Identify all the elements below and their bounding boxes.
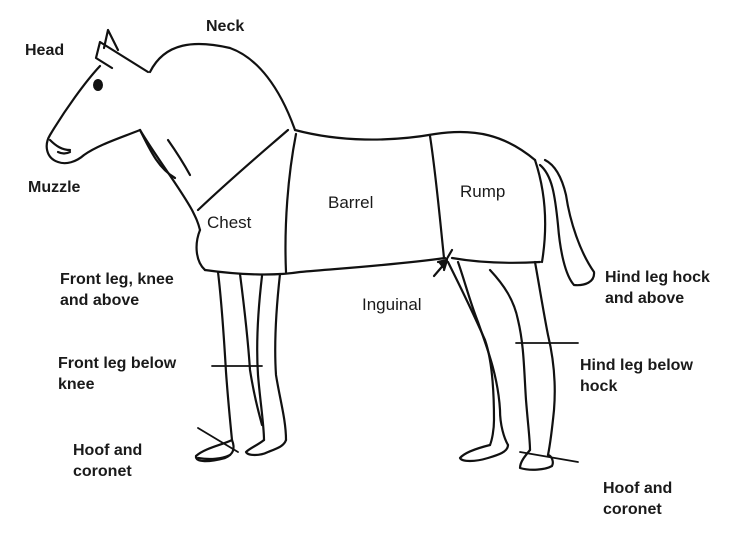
neck-chest-divider (198, 130, 288, 210)
label-hind-leg-lower-line1: Hind leg below (580, 355, 693, 376)
rump-hindleg-divider (452, 258, 540, 263)
label-hind-leg-upper: Hind leg hock and above (605, 267, 710, 309)
inguinal-arrow (434, 260, 447, 276)
horse-chest-front (197, 230, 205, 270)
label-front-leg-lower-line1: Front leg below (58, 353, 176, 374)
label-head: Head (25, 40, 64, 61)
label-hind-leg-upper-line2: and above (605, 288, 710, 309)
label-rump: Rump (460, 181, 505, 202)
label-hind-hoof-line2: coronet (603, 499, 672, 520)
horse-neck (140, 130, 200, 230)
label-neck: Neck (206, 16, 244, 37)
region-indicator-lines (198, 343, 578, 462)
label-hind-leg-upper-line1: Hind leg hock (605, 267, 710, 288)
hind-legs (445, 250, 555, 470)
label-hind-leg-lower-line2: hock (580, 376, 693, 397)
chest-barrel-divider (285, 134, 296, 272)
barrel-rump-divider (430, 136, 444, 258)
label-inguinal: Inguinal (362, 294, 422, 315)
label-front-leg-upper: Front leg, knee and above (60, 269, 174, 311)
label-front-hoof-line1: Hoof and (73, 440, 142, 461)
label-front-leg-lower-line2: knee (58, 374, 176, 395)
label-front-hoof: Hoof and coronet (73, 440, 142, 482)
label-front-leg-lower: Front leg below knee (58, 353, 176, 395)
label-hind-hoof: Hoof and coronet (603, 478, 672, 520)
label-front-leg-upper-line2: and above (60, 290, 174, 311)
horse-belly (205, 258, 445, 274)
horse-eye (93, 79, 103, 91)
label-hind-leg-lower: Hind leg below hock (580, 355, 693, 397)
label-hind-hoof-line1: Hoof and (603, 478, 672, 499)
label-barrel: Barrel (328, 192, 373, 213)
label-front-hoof-line2: coronet (73, 461, 142, 482)
label-muzzle: Muzzle (28, 177, 80, 198)
label-front-leg-upper-line1: Front leg, knee (60, 269, 174, 290)
label-chest: Chest (207, 212, 251, 233)
